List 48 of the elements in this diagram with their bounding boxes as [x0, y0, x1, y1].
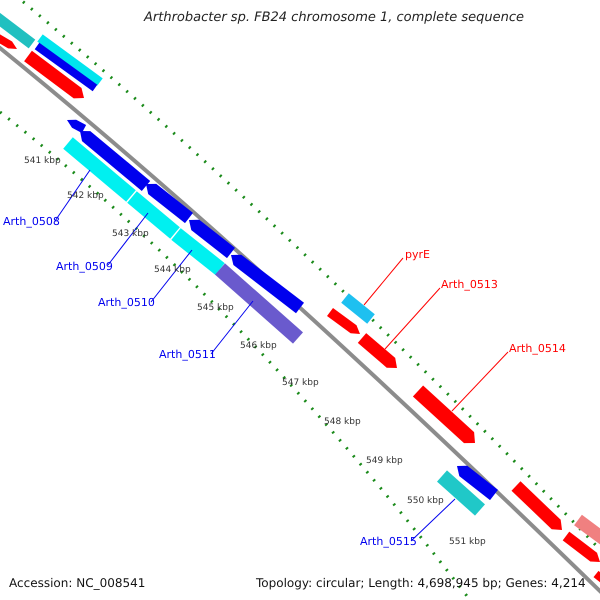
gene-label: Arth_0509 — [56, 261, 113, 272]
gene-label: Arth_0515 — [360, 536, 417, 547]
gene-bar — [0, 32, 17, 49]
gene-bar — [37, 34, 103, 86]
scale-label: 549 kbp — [366, 457, 403, 466]
gene-label: Arth_0514 — [509, 343, 566, 354]
gene-label: Arth_0513 — [441, 279, 498, 290]
leader-line — [452, 352, 508, 412]
gene-bar — [358, 333, 397, 368]
scale-label: 550 kbp — [407, 497, 444, 506]
gene-bar — [146, 184, 193, 224]
gene-bar — [412, 386, 475, 444]
footer-info: Topology: circular; Length: 4,698,945 bp; Genes: 4,214 — [256, 577, 586, 589]
scale-label: 545 kbp — [197, 304, 234, 313]
gene-label: Arth_0511 — [159, 349, 216, 360]
footer-info: Accession: NC_008541 — [9, 577, 146, 589]
chart-title: Arthrobacter sp. FB24 chromosome 1, complete sequence — [144, 11, 524, 24]
leader-line — [210, 300, 254, 354]
gene-bar — [171, 228, 225, 275]
gene-label: Arth_0510 — [98, 297, 155, 308]
scale-label: 541 kbp — [24, 157, 61, 166]
gene-label: Arth_0508 — [3, 216, 60, 227]
scale-label: 547 kbp — [282, 379, 319, 388]
leader-line — [384, 288, 440, 350]
scale-label: 551 kbp — [449, 538, 486, 547]
gene-bar — [457, 466, 498, 500]
gene-bar — [127, 191, 180, 239]
leader-line — [54, 170, 90, 222]
gene-bar — [67, 120, 86, 133]
gene-bar — [34, 42, 98, 92]
gene-bar — [562, 532, 600, 562]
gene-bar — [24, 50, 84, 98]
gene-bar — [341, 293, 375, 324]
gene-bar — [0, 12, 36, 48]
scale-label: 548 kbp — [324, 418, 361, 427]
gene-bar — [63, 137, 136, 202]
scale-label: 546 kbp — [240, 342, 277, 351]
gene-bar — [327, 308, 360, 334]
gene-bar — [574, 514, 600, 546]
scale-label: 543 kbp — [112, 230, 149, 239]
gene-label: pyrE — [405, 249, 430, 260]
leader-line — [108, 212, 148, 266]
gene-bar — [512, 481, 562, 530]
gene-bar — [80, 131, 150, 191]
leader-line — [364, 258, 404, 306]
leader-line — [150, 250, 192, 302]
gene-bar — [189, 220, 235, 258]
leader-line — [410, 498, 456, 542]
